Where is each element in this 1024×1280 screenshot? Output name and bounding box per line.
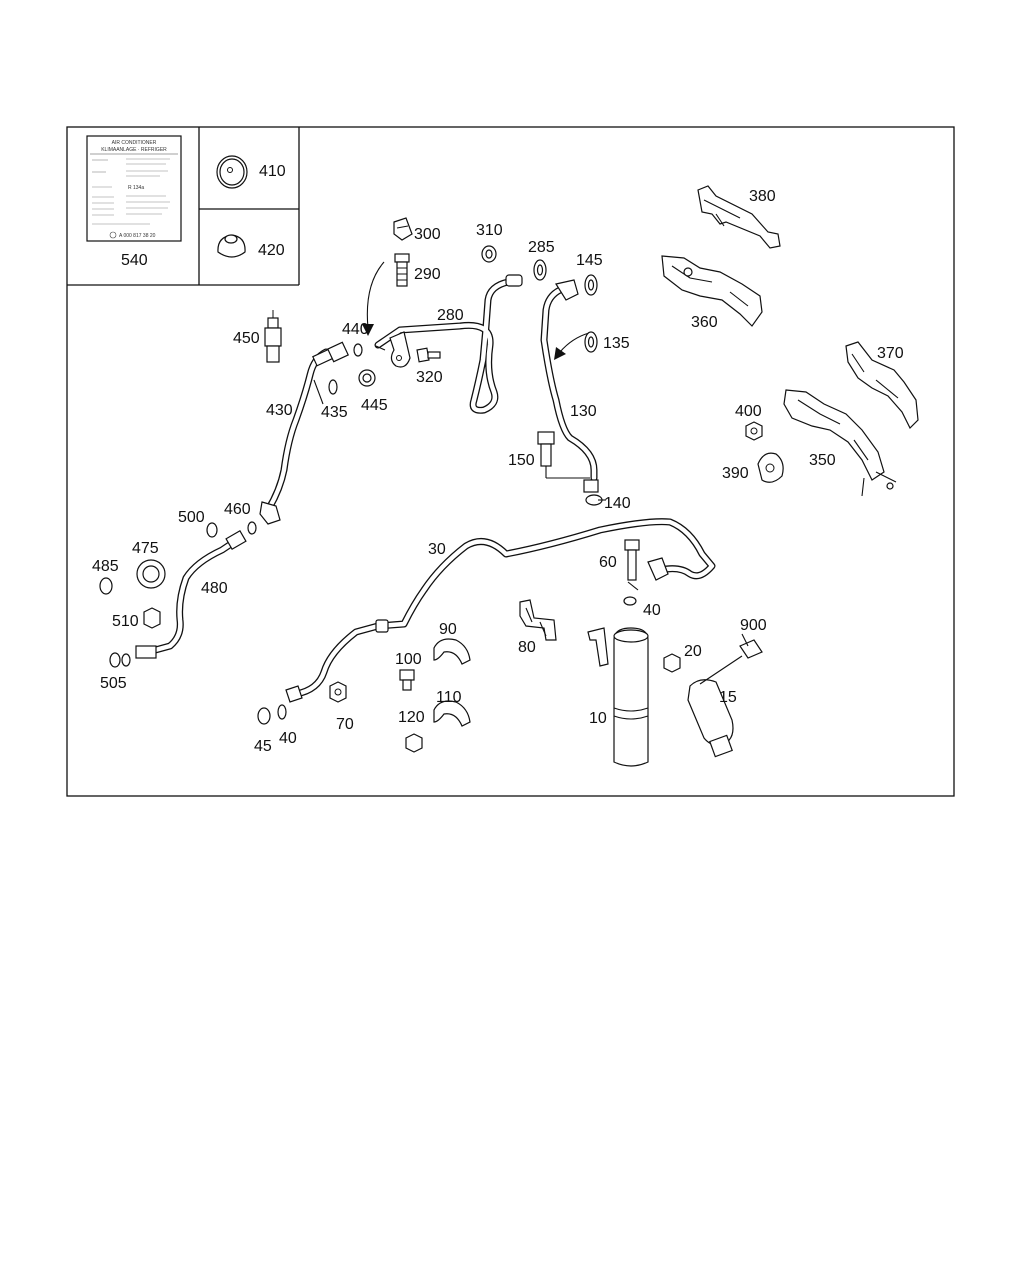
bolt-60 xyxy=(624,539,640,591)
nut-400 xyxy=(745,421,763,441)
o-ring-310 xyxy=(481,245,497,263)
label-400: 400 xyxy=(735,403,762,420)
decal-title: AIR CONDITIONER xyxy=(112,140,157,146)
grommet-410 xyxy=(216,155,248,189)
nut-510 xyxy=(143,607,161,629)
label-280: 280 xyxy=(437,307,464,324)
decal-part-number: A 000 817 38 20 xyxy=(119,233,156,239)
label-100: 100 xyxy=(395,651,422,668)
bracket-370 xyxy=(845,341,919,430)
nut-20 xyxy=(663,653,681,673)
label-460: 460 xyxy=(224,501,251,518)
bracket-380 xyxy=(697,185,781,249)
o-ring-45 xyxy=(257,707,271,725)
label-900: 900 xyxy=(740,617,767,634)
label-45: 45 xyxy=(254,738,272,755)
label-440: 440 xyxy=(342,321,369,338)
valve-core-290 xyxy=(394,253,410,287)
label-370: 370 xyxy=(877,345,904,362)
o-ring-435 xyxy=(328,379,338,395)
diagram-frame xyxy=(66,126,955,797)
o-ring-145 xyxy=(584,274,598,296)
pipe-280 xyxy=(374,274,523,414)
nut-70 xyxy=(329,681,347,703)
label-110: 110 xyxy=(436,689,462,706)
o-ring-485 xyxy=(99,577,113,595)
o-ring-505 xyxy=(109,652,131,668)
label-120: 120 xyxy=(398,709,425,726)
label-320: 320 xyxy=(416,369,443,386)
label-435: 435 xyxy=(321,404,348,421)
label-475: 475 xyxy=(132,540,159,557)
bolt-100 xyxy=(399,669,415,691)
label-380: 380 xyxy=(749,188,776,205)
bolt-320 xyxy=(416,347,441,363)
ring-475 xyxy=(136,559,166,589)
label-390: 390 xyxy=(722,465,749,482)
pressure-switch-15 xyxy=(687,639,763,758)
label-90: 90 xyxy=(439,621,457,638)
label-290: 290 xyxy=(414,266,441,283)
pipe-30 xyxy=(285,518,716,703)
nut-120 xyxy=(405,733,423,753)
label-150: 150 xyxy=(508,452,535,469)
label-285: 285 xyxy=(528,239,555,256)
clamp-90 xyxy=(433,638,471,665)
bracket-80 xyxy=(519,599,557,641)
hose-430 xyxy=(259,341,350,525)
label-505: 505 xyxy=(100,675,127,692)
label-450: 450 xyxy=(233,330,260,347)
clamp-110 xyxy=(433,700,471,727)
label-10: 10 xyxy=(589,710,607,727)
decal-subtitle: KLIMAANLAGE · REFRIGER xyxy=(101,147,167,153)
washer-40-upper xyxy=(623,596,637,606)
o-ring-460 xyxy=(247,521,257,535)
label-430: 430 xyxy=(266,402,293,419)
label-350: 350 xyxy=(809,452,836,469)
o-ring-440 xyxy=(353,343,363,357)
label-500: 500 xyxy=(178,509,205,526)
label-20: 20 xyxy=(684,643,702,660)
o-ring-40-lower xyxy=(277,704,287,720)
hose-480 xyxy=(135,529,247,659)
o-ring-445 xyxy=(358,369,376,387)
label-510: 510 xyxy=(112,613,139,630)
label-80: 80 xyxy=(518,639,536,656)
o-ring-285 xyxy=(533,259,547,281)
part-labels: 540 410 420 300 290 310 285 145 380 360 … xyxy=(92,163,904,755)
charge-valve-450 xyxy=(264,310,282,363)
label-60: 60 xyxy=(599,554,617,571)
service-valve-300 xyxy=(393,217,413,241)
label-15: 15 xyxy=(719,689,737,706)
label-145: 145 xyxy=(576,252,603,269)
label-40-upper: 40 xyxy=(643,602,661,619)
label-540: 540 xyxy=(121,252,148,269)
label-30: 30 xyxy=(428,541,446,558)
bolt-150 xyxy=(537,431,555,467)
bracket-360 xyxy=(661,255,763,327)
label-300: 300 xyxy=(414,226,441,243)
label-420: 420 xyxy=(258,242,285,259)
label-135: 135 xyxy=(603,335,630,352)
label-360: 360 xyxy=(691,314,718,331)
clip-390 xyxy=(757,452,784,483)
label-70: 70 xyxy=(336,716,354,733)
decal-refrigerant: R 134a xyxy=(128,185,144,191)
label-480: 480 xyxy=(201,580,228,597)
o-ring-135 xyxy=(584,331,598,353)
label-310: 310 xyxy=(476,222,503,239)
label-445: 445 xyxy=(361,397,388,414)
label-410: 410 xyxy=(259,163,286,180)
bracket-350 xyxy=(783,389,897,497)
label-130: 130 xyxy=(570,403,597,420)
refrigerant-decal: AIR CONDITIONER KLIMAANLAGE · REFRIGER R… xyxy=(86,135,182,242)
grommet-420 xyxy=(217,234,246,258)
label-140: 140 xyxy=(604,495,631,512)
label-40-lower: 40 xyxy=(279,730,297,747)
label-485: 485 xyxy=(92,558,119,575)
o-ring-500 xyxy=(206,522,218,538)
receiver-drier-10 xyxy=(587,627,649,767)
pipe-130 xyxy=(540,279,599,493)
